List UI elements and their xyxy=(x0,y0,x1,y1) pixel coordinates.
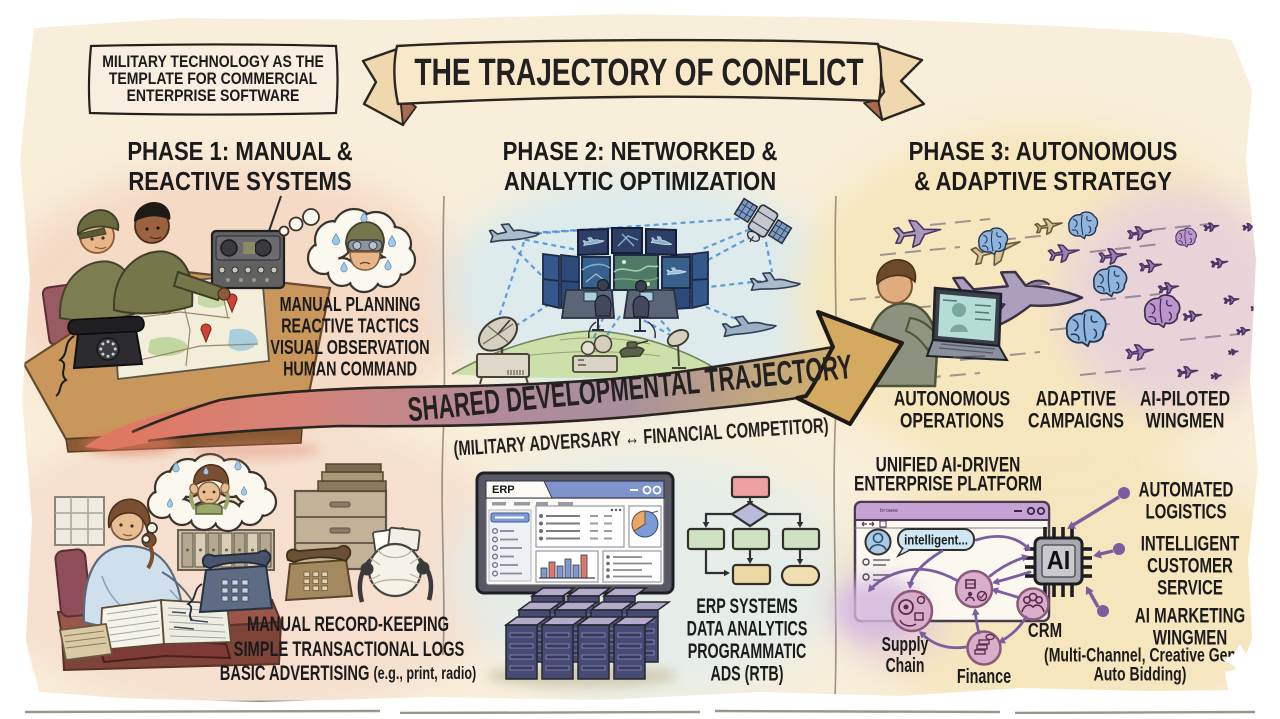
svg-text:AUTOMATED: AUTOMATED xyxy=(1139,477,1234,501)
svg-text:WINGMEN: WINGMEN xyxy=(1153,625,1227,649)
svg-text:AI: AI xyxy=(1047,547,1070,575)
svg-text:AI MARKETING: AI MARKETING xyxy=(1135,603,1245,627)
svg-text:CUSTOMER: CUSTOMER xyxy=(1147,553,1233,577)
svg-text:Chain: Chain xyxy=(886,653,925,676)
svg-text:intelligent...: intelligent... xyxy=(904,531,968,547)
svg-text:SIMPLE TRANSACTIONAL LOGS: SIMPLE TRANSACTIONAL LOGS xyxy=(234,637,465,660)
svg-text:PHASE 2: NETWORKED &: PHASE 2: NETWORKED & xyxy=(503,137,778,166)
svg-text:Finance: Finance xyxy=(957,665,1012,688)
svg-text:CAMPAIGNS: CAMPAIGNS xyxy=(1028,409,1124,433)
svg-text:OPERATIONS: OPERATIONS xyxy=(900,409,1004,433)
svg-text:& ADAPTIVE STRATEGY: & ADAPTIVE STRATEGY xyxy=(914,167,1172,196)
svg-text:PHASE 3: AUTONOMOUS: PHASE 3: AUTONOMOUS xyxy=(909,137,1178,166)
svg-text:DATA ANALYTICS: DATA ANALYTICS xyxy=(687,617,808,640)
svg-text:MANUAL RECORD-KEEPING: MANUAL RECORD-KEEPING xyxy=(247,612,449,635)
svg-text:BASIC ADVERTISING (e.g., print: BASIC ADVERTISING (e.g., print, radio) xyxy=(220,661,476,684)
svg-text:AI-PILOTED: AI-PILOTED xyxy=(1140,387,1230,411)
svg-text:(Multi-Channel, Creative Gen,: (Multi-Channel, Creative Gen, xyxy=(1044,644,1240,666)
svg-text:UNIFIED AI-DRIVEN: UNIFIED AI-DRIVEN xyxy=(876,452,1021,476)
svg-text:Supply: Supply xyxy=(882,632,929,655)
svg-text:TEMPLATE FOR COMMERCIAL: TEMPLATE FOR COMMERCIAL xyxy=(109,70,317,88)
svg-text:MILITARY TECHNOLOGY AS THE: MILITARY TECHNOLOGY AS THE xyxy=(102,53,324,71)
svg-text:THE TRAJECTORY OF CONFLICT: THE TRAJECTORY OF CONFLICT xyxy=(414,52,864,94)
svg-text:ENTERPRISE PLATFORM: ENTERPRISE PLATFORM xyxy=(854,471,1042,495)
svg-text:browse: browse xyxy=(880,508,898,514)
svg-text:REACTIVE TACTICS: REACTIVE TACTICS xyxy=(281,314,419,337)
svg-text:ERP SYSTEMS: ERP SYSTEMS xyxy=(696,594,797,617)
svg-text:WINGMEN: WINGMEN xyxy=(1146,409,1225,433)
svg-text:VISUAL OBSERVATION: VISUAL OBSERVATION xyxy=(270,335,429,358)
svg-text:PROGRAMMATIC: PROGRAMMATIC xyxy=(688,639,807,662)
svg-text:LOGISTICS: LOGISTICS xyxy=(1145,499,1226,523)
svg-text:HUMAN COMMAND: HUMAN COMMAND xyxy=(283,357,417,380)
svg-text:INTELLIGENT: INTELLIGENT xyxy=(1141,531,1240,555)
svg-text:ADAPTIVE: ADAPTIVE xyxy=(1036,387,1116,411)
svg-text:ERP: ERP xyxy=(492,484,515,496)
svg-text:CRM: CRM xyxy=(1028,619,1062,642)
svg-text:PHASE 1: MANUAL &: PHASE 1: MANUAL & xyxy=(127,137,352,166)
svg-text:ANALYTIC OPTIMIZATION: ANALYTIC OPTIMIZATION xyxy=(504,167,776,196)
svg-text:Auto Bidding): Auto Bidding) xyxy=(1094,663,1187,685)
svg-text:AUTONOMOUS: AUTONOMOUS xyxy=(894,387,1010,411)
svg-text:ENTERPRISE SOFTWARE: ENTERPRISE SOFTWARE xyxy=(127,87,300,105)
svg-text:SERVICE: SERVICE xyxy=(1157,575,1223,599)
svg-text:MANUAL PLANNING: MANUAL PLANNING xyxy=(280,292,421,315)
svg-text:ADS (RTB): ADS (RTB) xyxy=(711,662,784,685)
svg-text:REACTIVE SYSTEMS: REACTIVE SYSTEMS xyxy=(128,167,351,196)
